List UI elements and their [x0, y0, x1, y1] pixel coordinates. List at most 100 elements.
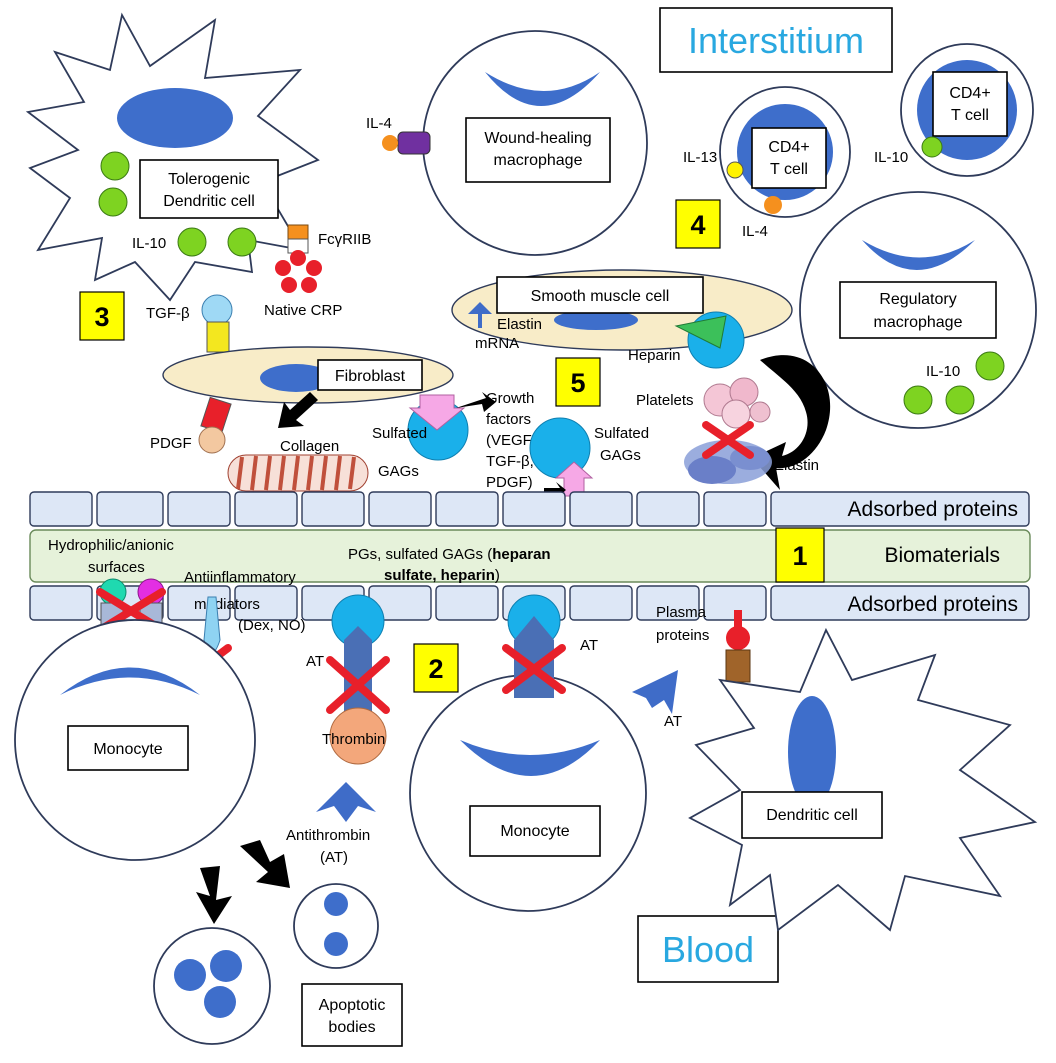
apoptotic-label-line1: Apoptotic [319, 997, 386, 1014]
native-crp-label: Native CRP [264, 302, 342, 319]
tgfb-ligand [201, 294, 233, 326]
curved-arrow-icon [752, 355, 831, 490]
tolerogenic-dendritic-cell [25, 12, 320, 302]
il4-tcell-label: IL-4 [742, 223, 768, 240]
il10-molecule [100, 151, 130, 181]
number-3-box [79, 291, 125, 341]
fibroblast-label: Fibroblast [335, 368, 406, 385]
plasma-protein-stem [734, 610, 742, 628]
growth-factors-line2: factors [486, 411, 531, 428]
fcgr-label: FcγRIIB [318, 231, 371, 248]
plasma-protein-receptor [725, 649, 751, 683]
x-mark-icon [326, 656, 390, 714]
growth-factors-line4: TGF-β, [486, 453, 534, 470]
pgs-gags-bold1: heparan [492, 546, 550, 563]
growth-factors-line1: Growth [486, 390, 534, 407]
il10-molecule [227, 227, 257, 257]
regulatory-nucleus [862, 240, 975, 270]
il4-receptor [397, 131, 431, 155]
cd4-right-label-line2: T cell [951, 107, 989, 124]
dendritic-nucleus [788, 696, 836, 808]
monocyte-center-nucleus [460, 740, 600, 776]
il13-molecule [726, 161, 744, 179]
number-2: 2 [428, 654, 443, 684]
il4-molecule [382, 135, 398, 151]
at-right-label: AT [664, 713, 682, 730]
cd4-left-label-line1: CD4+ [768, 139, 809, 156]
interstitium-title-box [659, 7, 893, 73]
elastin-label: Elastin [774, 457, 819, 474]
platelets-cluster [703, 377, 771, 429]
x-mark-icon [702, 421, 754, 459]
antithrombin-label-line1: Antithrombin [286, 827, 370, 844]
wound-healing-label-line2: macrophage [494, 152, 583, 169]
collagen-label: Collagen [280, 438, 339, 455]
sgags-left-label-line2: GAGs [378, 463, 419, 480]
growth-factor-down-arrow-icon [408, 394, 466, 431]
regulatory-label-box [839, 281, 997, 339]
at-left-label: AT [306, 653, 324, 670]
growth-factor-up-arrow-icon [554, 461, 594, 497]
fibroblast-label-box [317, 359, 423, 391]
at-center-label: AT [580, 637, 598, 654]
number-3: 3 [94, 302, 109, 332]
heparin-label: Heparin [628, 347, 681, 364]
dendritic-label: Dendritic cell [766, 807, 858, 824]
thrombin-label: Thrombin [322, 731, 385, 748]
plasma-proteins-label-line1: Plasma [656, 604, 707, 621]
antiinflammatory-label-line3: (Dex, NO) [238, 617, 306, 634]
blood-title-box [637, 915, 779, 983]
dendritic-cell [688, 627, 1038, 932]
cd4-right-label-box [932, 71, 1008, 137]
antithrombin-up-arrow-icon [316, 782, 376, 822]
apoptotic-fragment [210, 950, 242, 982]
il10-molecule [945, 385, 975, 415]
il4-tcell-molecule [764, 196, 782, 214]
thrombin-molecule [329, 707, 387, 765]
up-arrow-icon [468, 302, 492, 328]
wound-healing-label-line1: Wound-healing [484, 130, 591, 147]
monocyte-left-nucleus [60, 667, 200, 695]
apoptotic-label-line2: bodies [328, 1019, 375, 1036]
il10-molecule [921, 136, 943, 158]
tolerogenic-label-line2: Dendritic cell [163, 193, 255, 210]
antiinflammatory-label-line2: mediators [194, 596, 260, 613]
apoptotic-body-small [293, 883, 379, 969]
il10-molecule [177, 227, 207, 257]
il10-regulatory-label: IL-10 [926, 363, 960, 380]
collagen-fiber [227, 454, 369, 492]
apoptotic-label-box [301, 983, 403, 1047]
apoptotic-fragment [204, 986, 236, 1018]
monocyte-left-label: Monocyte [93, 741, 162, 758]
tolerogenic-label-line1: Tolerogenic [168, 171, 250, 188]
plasma-protein-head [726, 626, 750, 650]
antiinflammatory-label-line1: Antiinflammatory [184, 569, 296, 586]
elastin-mrna-label-line2: mRNA [475, 335, 519, 352]
apoptotic-fragment [324, 892, 348, 916]
dendritic-label-box [741, 791, 883, 839]
pdgf-ligand [198, 426, 226, 454]
wound-healing-label-box [465, 117, 611, 183]
fibroblast-to-collagen-arrow-icon [278, 392, 318, 428]
biomaterials-label: Biomaterials [884, 544, 1000, 567]
hydrophilic-label-line1: Hydrophilic/anionic [48, 537, 174, 554]
number-4-box [675, 199, 721, 249]
pgs-gags-bold2: sulfate, heparin [384, 567, 495, 584]
monocyte-center-label-box [469, 805, 601, 857]
elastin-mrna-label-line1: Elastin [497, 316, 542, 333]
apoptotic-fragment [324, 932, 348, 956]
adsorbed-proteins-bottom-label: Adsorbed proteins [848, 593, 1018, 616]
il13-label: IL-13 [683, 149, 717, 166]
fcgr-receptor [287, 224, 309, 240]
sgags-right-label-line2: GAGs [600, 447, 641, 464]
sgags-right-label-line1: Sulfated [594, 425, 649, 442]
tgfb-receptor [206, 321, 230, 353]
pdgf-label: PDGF [150, 435, 192, 452]
regulatory-label-line1: Regulatory [879, 291, 956, 308]
cd4-left-label-box [751, 127, 827, 189]
fibroblast-nucleus [260, 364, 332, 392]
pgs-gags-text-line1: PGs, sulfated GAGs (heparan [348, 546, 551, 563]
il10-molecule [98, 187, 128, 217]
number-2-box [413, 643, 459, 693]
